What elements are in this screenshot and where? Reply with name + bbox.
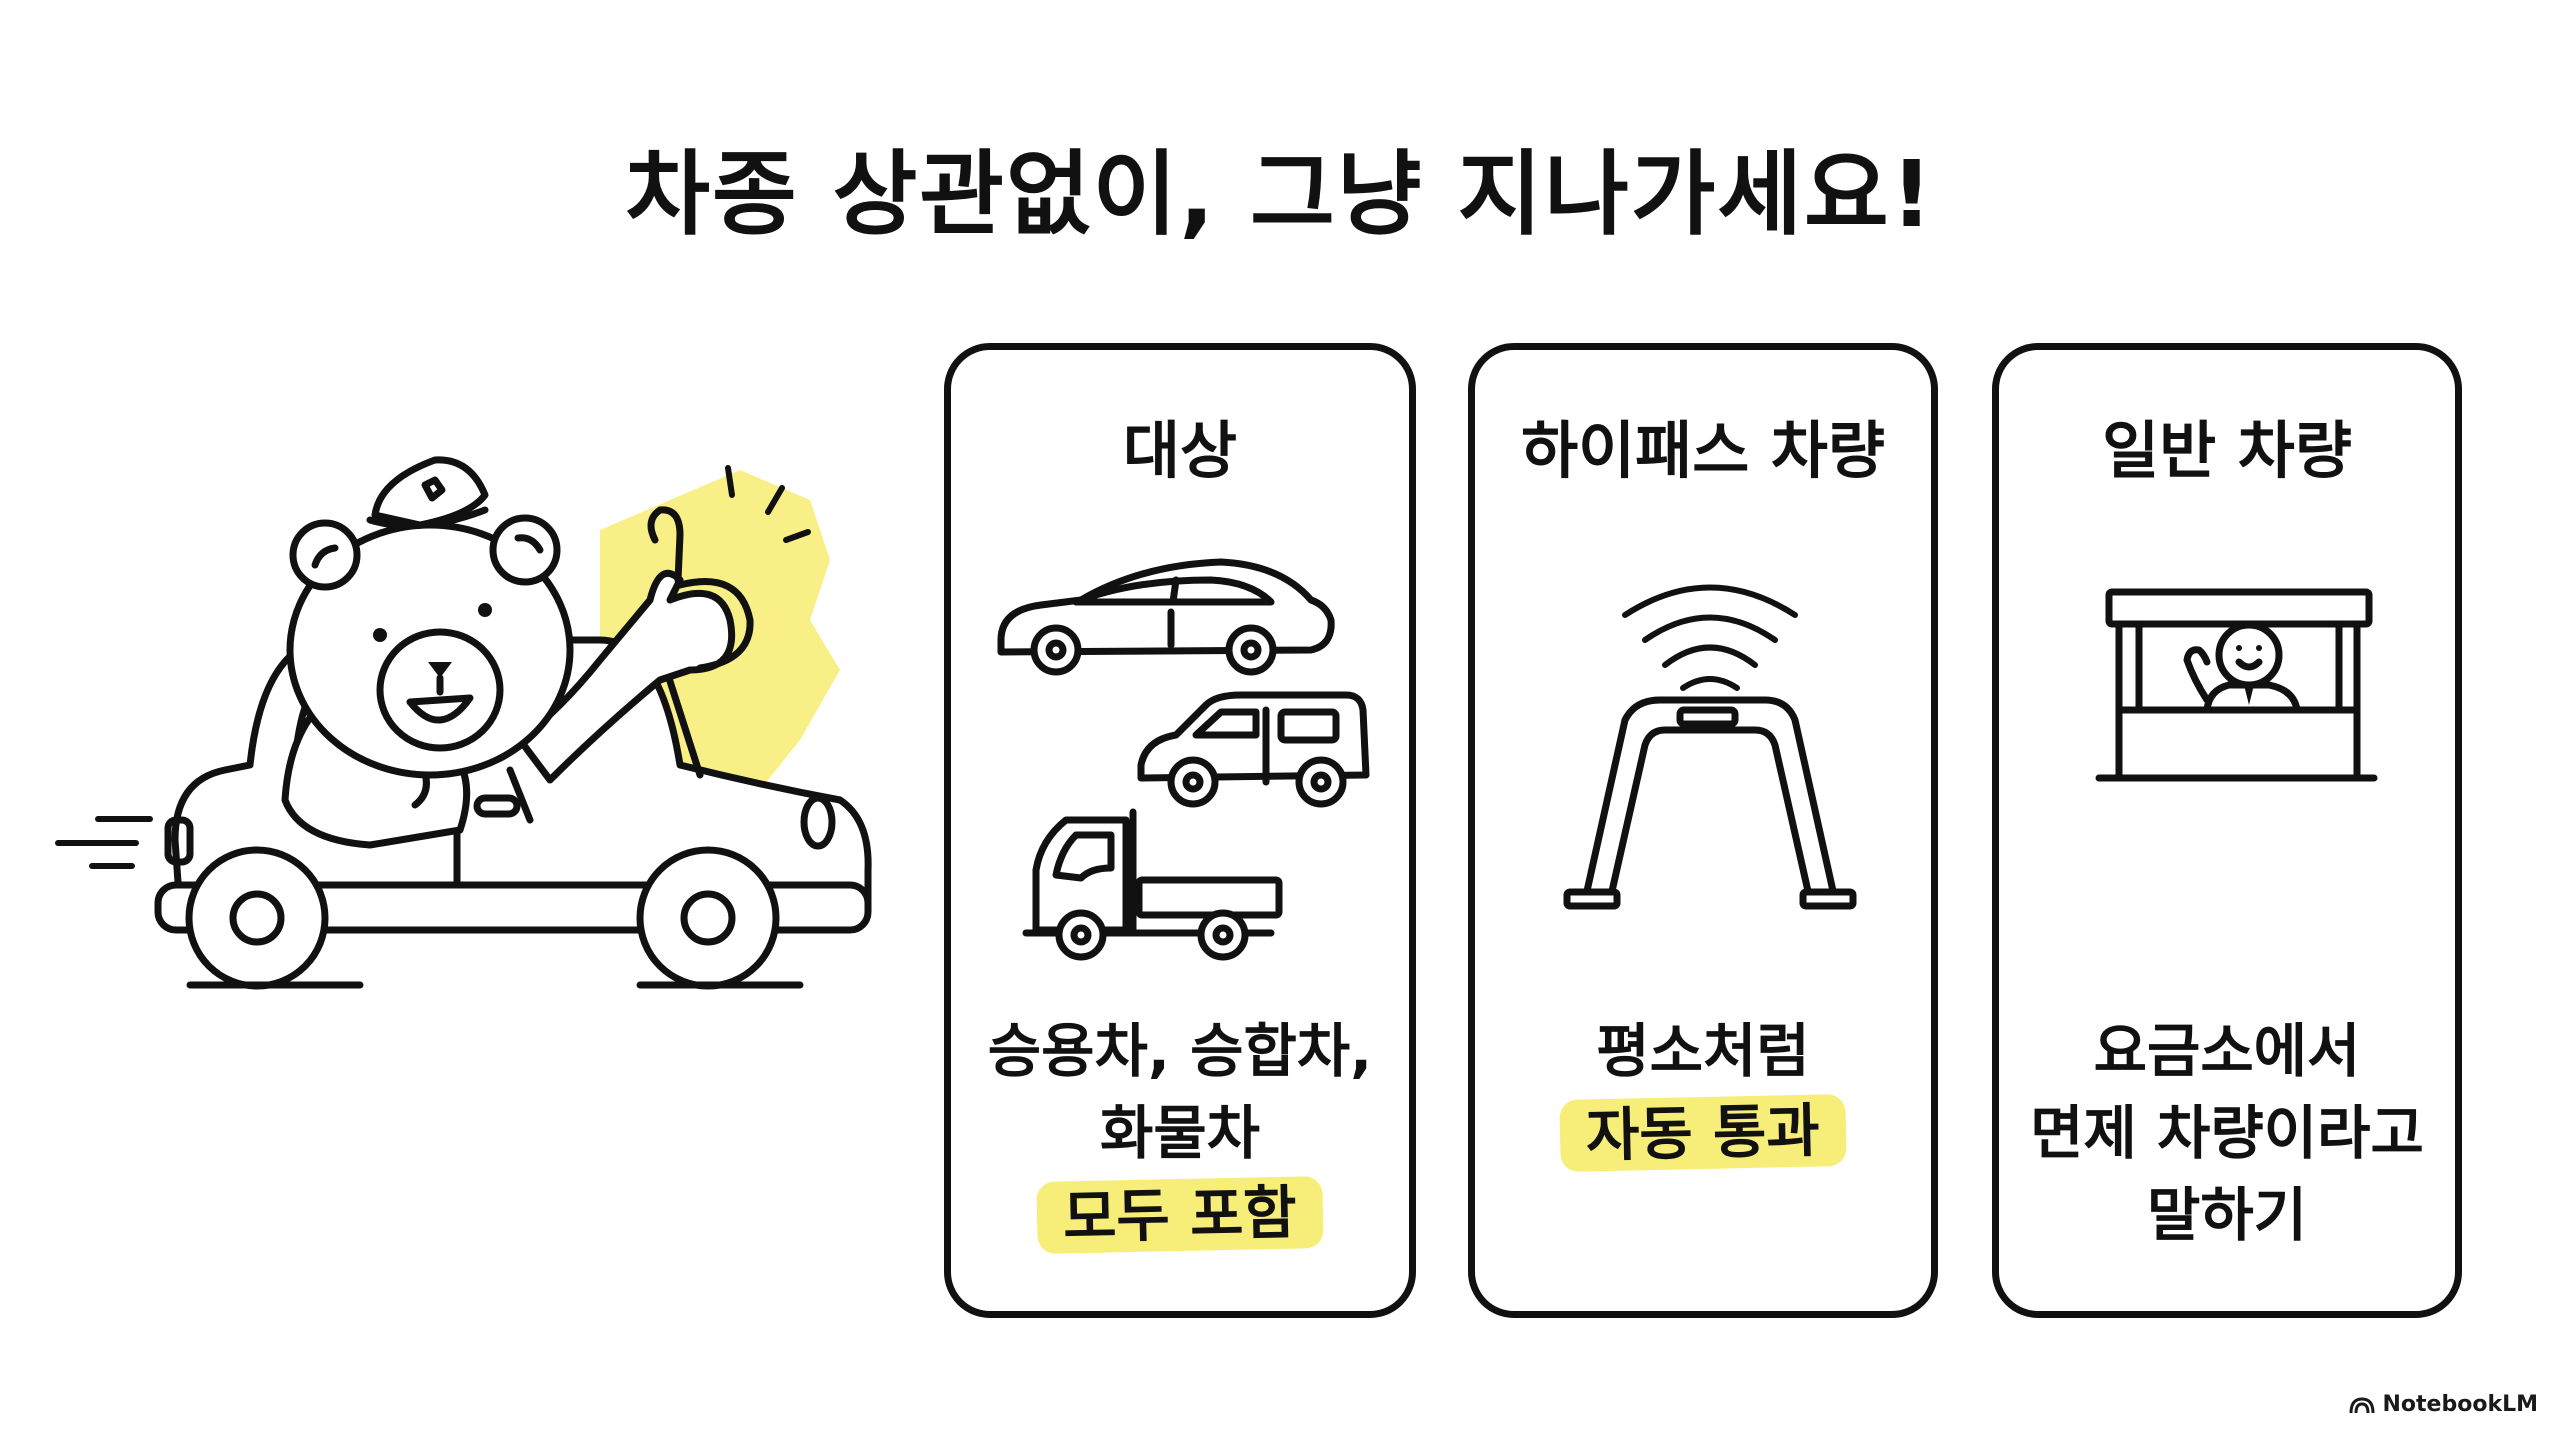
body-line: 말하기 xyxy=(2146,1181,2308,1249)
highlight-text: 모두 포함 xyxy=(1036,1176,1324,1254)
card-target-vehicles: 대상 xyxy=(944,343,1416,1318)
card-heading: 하이패스 차량 xyxy=(1521,414,1885,487)
body-line: 화물차 xyxy=(1099,1099,1261,1167)
van-icon xyxy=(1137,691,1370,808)
card-hipass-vehicles: 하이패스 차량 평소처럼 자동 통과 xyxy=(1468,343,1938,1318)
sparkle-icon xyxy=(725,465,811,543)
body-line: 승용차, 승합차, xyxy=(987,1017,1373,1085)
gantry-icon xyxy=(1563,696,1857,910)
card-heading: 일반 차량 xyxy=(2102,414,2352,487)
brand-label: NotebookLM xyxy=(2382,1392,2538,1417)
vehicles-illustration xyxy=(981,550,1391,970)
wireless-signal-icon xyxy=(1622,584,1798,691)
highlight-text: 자동 통과 xyxy=(1559,1094,1847,1172)
body-line: 평소처럼 xyxy=(1596,1017,1810,1085)
speed-lines-icon xyxy=(55,816,153,869)
notebooklm-logo-icon xyxy=(2349,1396,2375,1413)
truck-icon xyxy=(1022,808,1283,961)
attendant-icon xyxy=(2183,621,2301,714)
tollbooth-icon xyxy=(2095,588,2378,782)
card-body: 요금소에서 면제 차량이라고 말하기 xyxy=(1999,1010,2455,1256)
tollbooth-illustration xyxy=(2095,588,2379,790)
card-body: 승용차, 승합차, 화물차 모두 포함 xyxy=(951,1010,1409,1256)
notebooklm-brand: NotebookLM xyxy=(2349,1392,2538,1417)
card-body: 평소처럼 자동 통과 xyxy=(1475,1010,1931,1174)
hipass-gantry-illustration xyxy=(1563,570,1857,930)
body-line: 면제 차량이라고 xyxy=(2030,1099,2424,1167)
bear-icon xyxy=(281,456,754,849)
body-line: 요금소에서 xyxy=(2093,1017,2361,1085)
hero-illustration xyxy=(40,440,900,1080)
sedan-icon xyxy=(997,558,1335,676)
card-regular-vehicles: 일반 차량 요금소에서 면제 차량이라 xyxy=(1992,343,2462,1318)
page-title: 차종 상관없이, 그냥 지나가세요! xyxy=(625,141,1935,248)
card-heading: 대상 xyxy=(1122,414,1238,487)
